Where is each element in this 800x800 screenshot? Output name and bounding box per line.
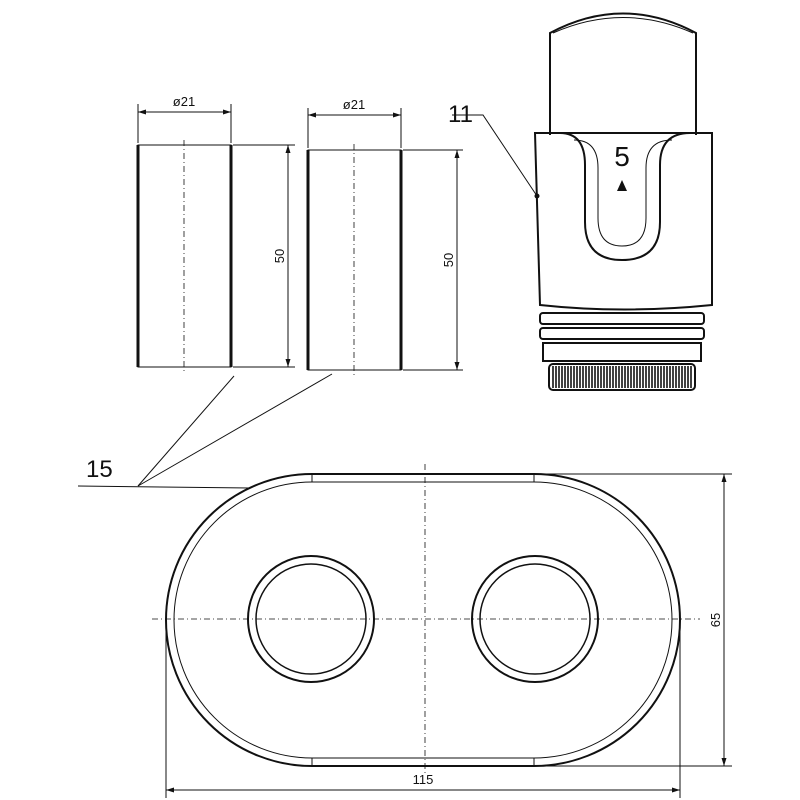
callout-11: 11 [448,101,473,128]
valve-head-ring-1 [539,312,705,325]
callout-15-group: 15 [77,373,333,489]
rosette-width-label: 115 [413,772,434,787]
sleeve-right: ø21 50 [306,97,463,376]
rosette-height-label: 65 [708,613,723,627]
sleeve-left-length-label: 50 [272,249,287,263]
callout-15: 15 [86,456,113,483]
knob-number-label: 5 [614,141,630,172]
valve-head-ring-3 [542,342,702,362]
pointer-triangle-icon [617,180,627,191]
valve-head-grip-slot [559,132,691,262]
knurled-nut [548,363,696,391]
valve-head-body [533,132,713,311]
sleeve-right-diameter-label: ø21 [343,97,365,112]
valve-head-ring-2 [539,327,705,340]
valve-head: 5 11 [448,12,713,391]
valve-head-top-cap [549,12,697,135]
sleeve-left-body [137,144,232,368]
rosette-outline-inner [173,481,673,759]
rosette-outline-outer [165,473,681,767]
sleeve-right-length-label: 50 [441,253,456,267]
sleeve-left-diameter-label: ø21 [173,94,195,109]
sleeve-right-body [307,149,402,371]
sleeve-left: ø21 50 [136,94,295,374]
rosette-plate: 115 65 [152,464,732,798]
